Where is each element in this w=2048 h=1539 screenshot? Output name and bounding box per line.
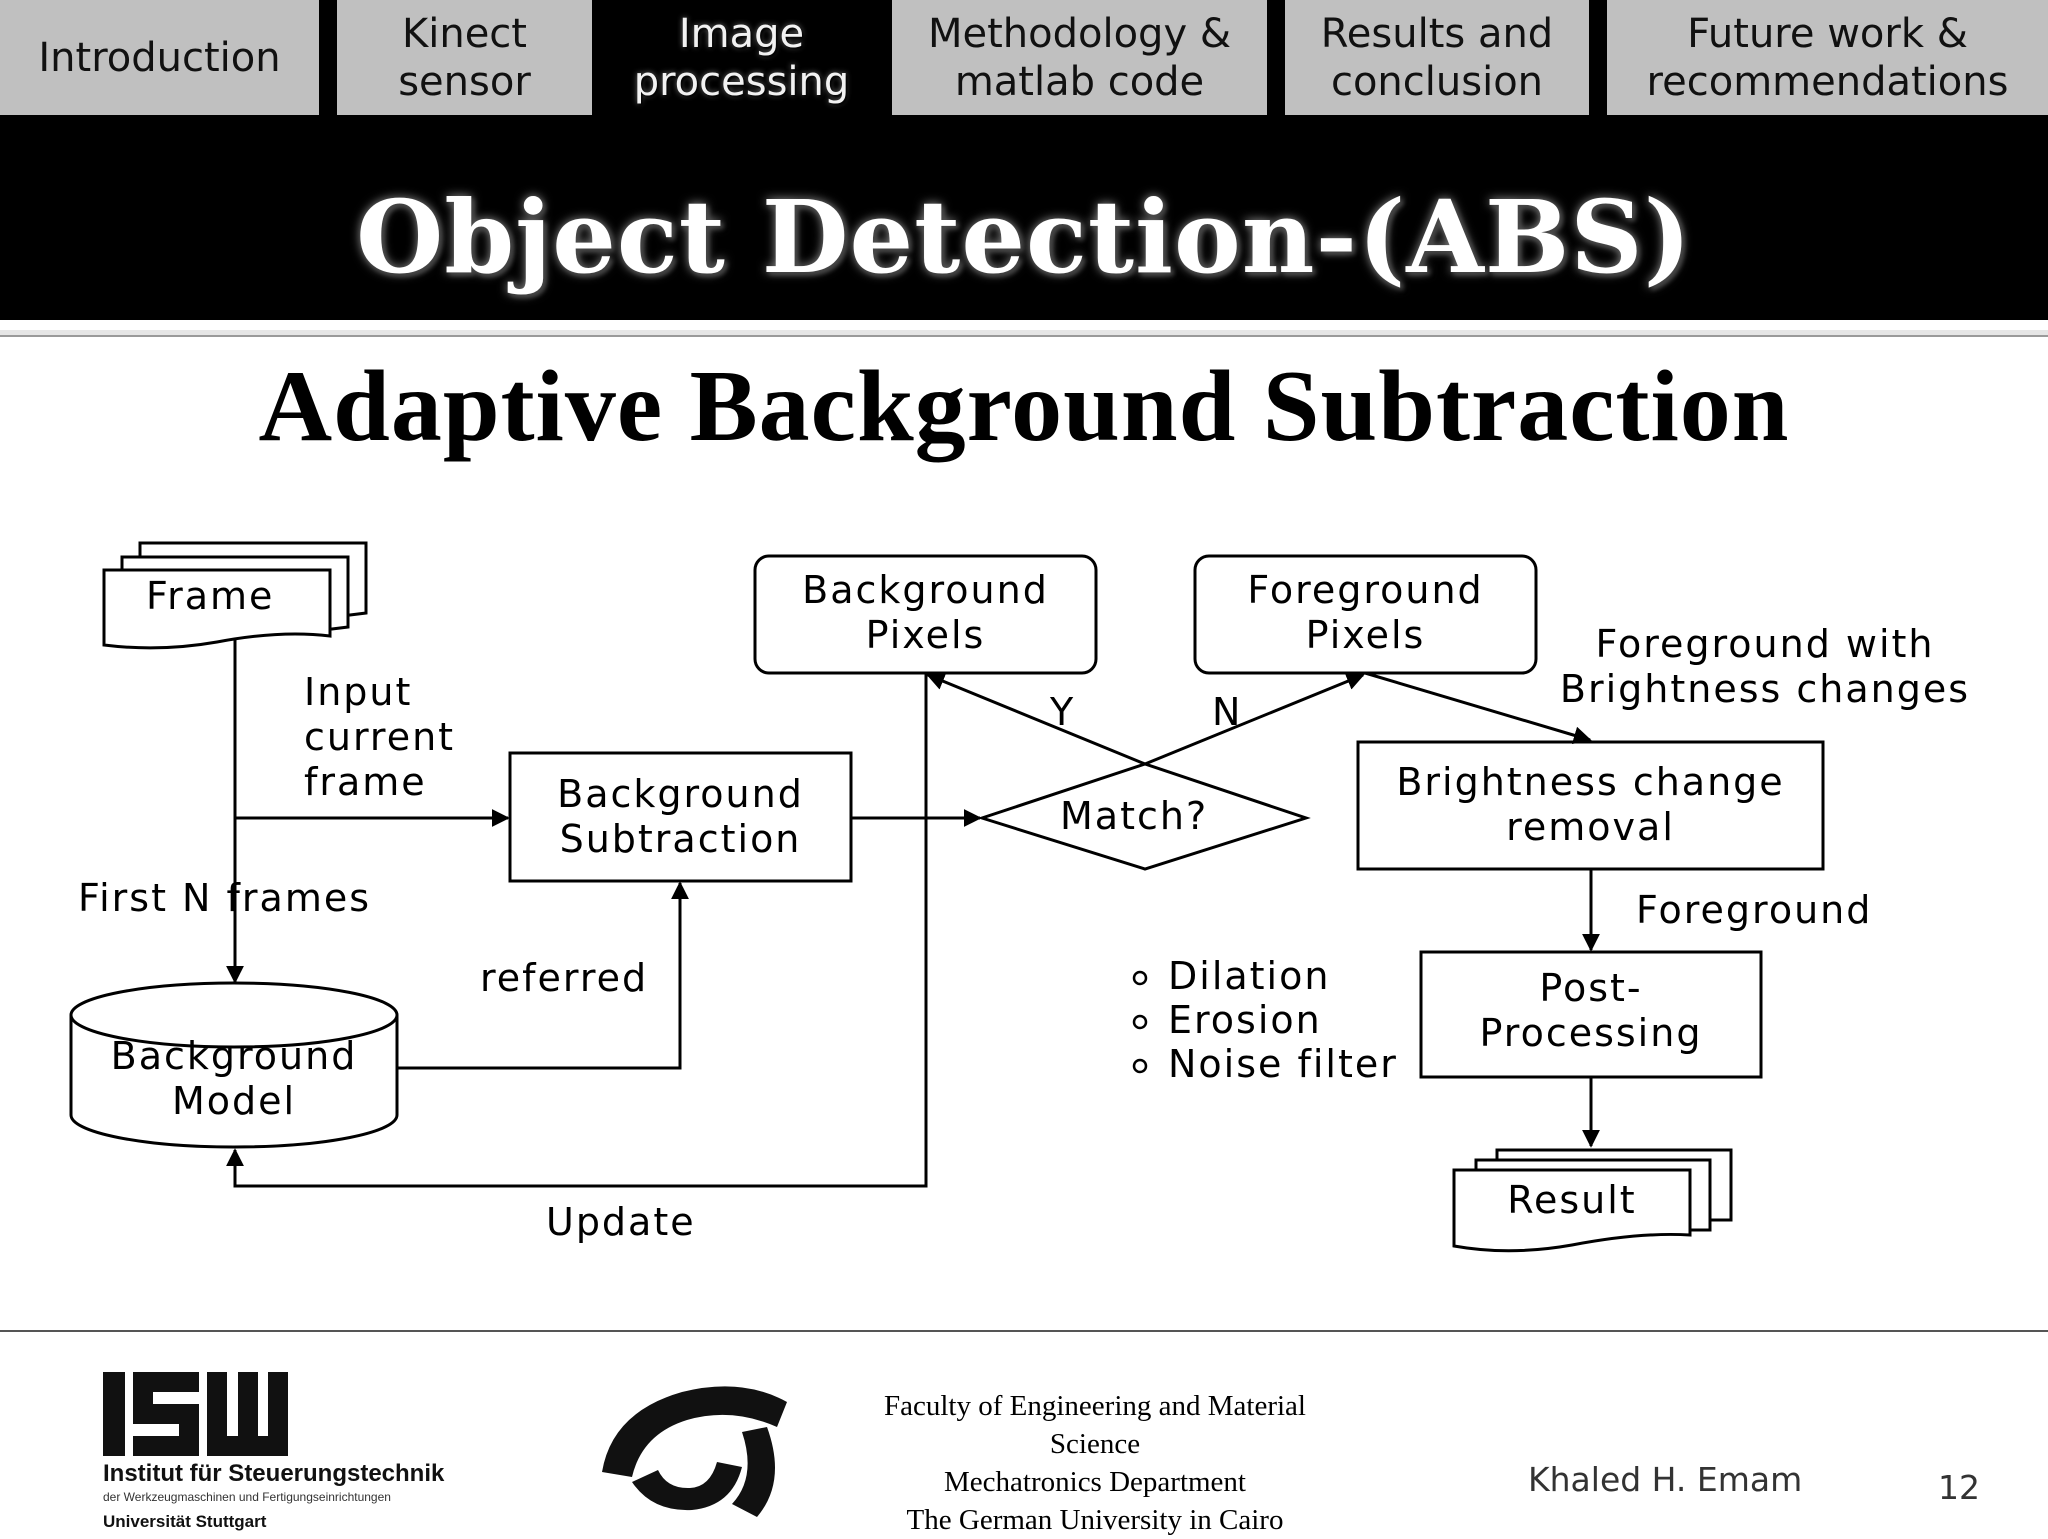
arrow-fg-to-brightness	[1364, 671, 1592, 745]
update-label: Update	[546, 1200, 696, 1244]
no-label: N	[1212, 690, 1243, 734]
foreground-label: Foreground	[1636, 888, 1873, 932]
background-subtraction-box	[508, 751, 853, 883]
erosion-label: Erosion	[1168, 998, 1322, 1042]
bullet-erosion	[1132, 1014, 1148, 1030]
faculty-text: Faculty of Engineering and Material Scie…	[884, 1390, 1306, 1536]
slide-title: Object Detection-(ABS)	[356, 178, 1692, 296]
footer-divider	[0, 1330, 2048, 1332]
post-processing-label: Post- Processing	[1479, 966, 1703, 1055]
first-n-frames-label: First N frames	[78, 876, 372, 920]
arrow-match-to-fg-pixels	[1144, 672, 1365, 766]
result-document-shape	[1452, 1168, 1692, 1253]
top-navigation: Introduction Kinect sensor Image process…	[0, 0, 2048, 118]
background-model-cylinder	[69, 1015, 399, 1149]
input-current-frame-label: Input current frame	[304, 670, 456, 804]
tab-methodology[interactable]: Methodology & matlab code	[892, 0, 1267, 115]
page-number: 12	[1938, 1468, 1980, 1507]
title-divider	[0, 330, 2048, 335]
isw-university: Universität Stuttgart	[103, 1512, 267, 1531]
bullet-dilation	[1132, 970, 1148, 986]
tab-results[interactable]: Results and conclusion	[1285, 0, 1589, 115]
isw-institute-name: Institut für Steuerungstechnik	[103, 1460, 445, 1487]
background-model-label: Background Model	[110, 1034, 358, 1123]
frame-label: Frame	[146, 574, 275, 618]
guc-logo	[602, 1386, 787, 1517]
noise-filter-label: Noise filter	[1168, 1042, 1398, 1086]
dilation-label: Dilation	[1168, 954, 1331, 998]
background-subtraction-label: Background Subtraction	[557, 772, 804, 861]
slide-subtitle: Adaptive Background Subtraction	[258, 350, 1790, 463]
match-diamond	[977, 762, 1311, 871]
brightness-removal-label: Brightness change removal	[1396, 760, 1785, 849]
title-divider-shadow	[0, 335, 2048, 337]
tab-image-processing[interactable]: Image processing	[600, 0, 883, 115]
referred-label: referred	[480, 956, 649, 1000]
author-name: Khaled H. Emam	[1528, 1460, 1803, 1499]
arrow-match-to-bg-pixels	[926, 672, 1146, 766]
isw-institute-subtitle: der Werkzeugmaschinen und Fertigungseinr…	[103, 1490, 391, 1504]
yes-label: Y	[1050, 690, 1076, 734]
result-label: Result	[1507, 1178, 1637, 1222]
isw-logo	[103, 1372, 288, 1456]
arrow-update	[226, 673, 928, 1188]
tab-introduction[interactable]: Introduction	[0, 0, 319, 115]
frame-document-shape	[102, 568, 332, 650]
background-pixels-label: Background Pixels	[802, 568, 1049, 657]
title-band	[0, 118, 2048, 320]
tab-kinect-sensor[interactable]: Kinect sensor	[337, 0, 592, 115]
foreground-pixels-label: Foreground Pixels	[1247, 568, 1484, 657]
brightness-changes-label: Foreground with Brightness changes	[1559, 622, 1971, 711]
arrow-referred	[397, 881, 689, 1070]
brightness-removal-box	[1356, 740, 1825, 871]
match-label: Match?	[1060, 794, 1209, 838]
bullet-noise-filter	[1132, 1058, 1148, 1074]
tab-future-work[interactable]: Future work & recommendations	[1607, 0, 2048, 115]
post-processing-box	[1419, 950, 1763, 1079]
